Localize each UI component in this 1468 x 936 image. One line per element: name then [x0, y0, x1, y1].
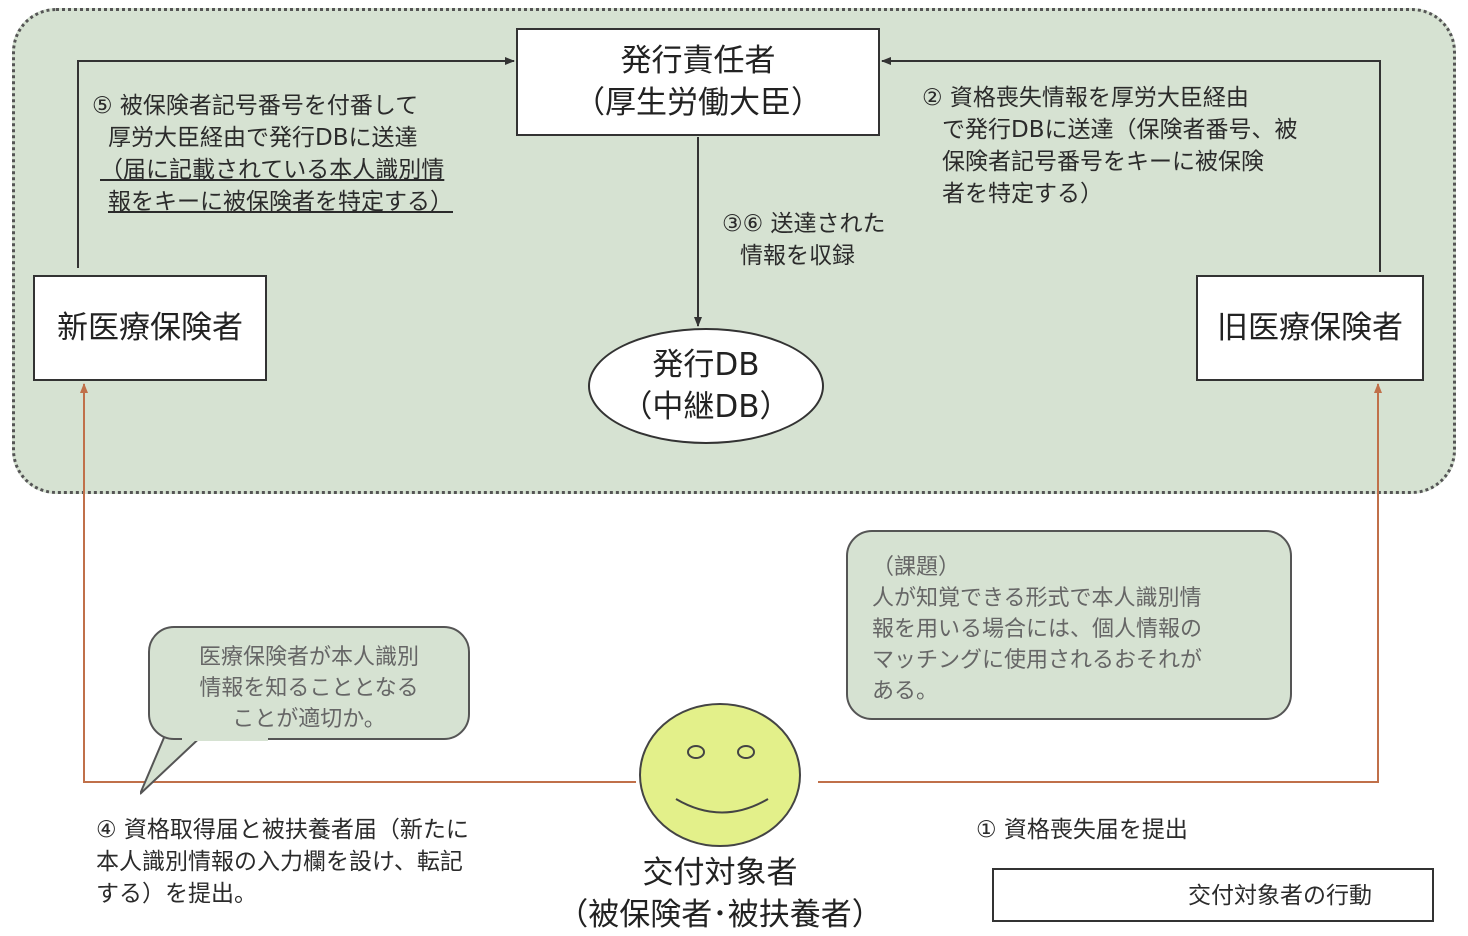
- issuer-title: 発行責任者: [620, 43, 776, 79]
- issue-callout-line: マッチングに使用されるおそれが: [872, 648, 1203, 673]
- question-callout-line: 医療保険者が本人識別: [198, 645, 419, 670]
- arrow-recipient-to-new-insurer: [80, 383, 636, 783]
- smiley-face-icon: [639, 703, 801, 847]
- arrow-old-insurer-to-issuer: [881, 57, 1381, 272]
- issuer-box: 発行責任者 （厚生労働大臣）: [516, 28, 880, 136]
- question-callout-line: ことが適切か。: [232, 707, 386, 732]
- step2-line: で発行DBに送達（保険者番号、被: [942, 117, 1298, 143]
- new-insurer-label: 新医療保険者: [57, 310, 243, 346]
- old-insurer-label: 旧医療保険者: [1217, 310, 1403, 346]
- step4-line: ④ 資格取得届と被扶養者届（新たに: [96, 817, 469, 843]
- issue-callout: （課題） 人が知覚できる形式で本人識別情 報を用いる場合には、個人情報の マッチ…: [846, 530, 1292, 720]
- step4-line: 本人識別情報の入力欄を設け、転記: [96, 849, 463, 875]
- old-insurer-box: 旧医療保険者: [1196, 275, 1424, 381]
- recipient-subtitle: （被保険者･被扶養者）: [557, 897, 883, 933]
- recipient-label: 交付対象者 （被保険者･被扶養者）: [520, 852, 920, 936]
- step5-note: ⑤ 被保険者記号番号を付番して 厚労大臣経由で発行DBに送達 （届に記載されてい…: [92, 90, 512, 218]
- issue-callout-line: （課題）: [872, 555, 961, 580]
- step4-line: する）を提出。: [96, 881, 257, 907]
- step5-line: ⑤ 被保険者記号番号を付番して: [92, 93, 419, 119]
- step1-note: ① 資格喪失届を提出: [976, 814, 1296, 846]
- arrow-recipient-to-old-insurer: [818, 383, 1382, 783]
- step5-line: 報をキーに被保険者を特定する）: [108, 189, 453, 215]
- question-callout-line: 情報を知ることとなる: [199, 676, 419, 701]
- issuer-subtitle: （厚生労働大臣）: [574, 85, 822, 121]
- legend-label: 交付対象者の行動: [1188, 883, 1372, 909]
- step2-line: 者を特定する）: [942, 181, 1103, 207]
- step5-line: （届に記載されている本人識別情: [100, 157, 445, 183]
- issuance-db-node: 発行DB （中継DB）: [588, 328, 824, 444]
- step2-line: 保険者記号番号をキーに被保険: [942, 149, 1264, 175]
- db-title: 発行DB: [652, 347, 760, 383]
- legend-box: 交付対象者の行動: [992, 868, 1434, 922]
- bubble-seam: [182, 737, 268, 741]
- question-callout: 医療保険者が本人識別 情報を知ることとなる ことが適切か。: [148, 626, 470, 740]
- issue-callout-line: 人が知覚できる形式で本人識別情: [872, 586, 1202, 611]
- step36-note: ③⑥ 送達された 情報を収録: [722, 208, 962, 272]
- new-insurer-box: 新医療保険者: [33, 275, 267, 381]
- step2-line: ② 資格喪失情報を厚労大臣経由: [922, 85, 1249, 111]
- step36-line: 情報を収録: [740, 243, 855, 269]
- arrow-new-insurer-to-issuer: [77, 57, 515, 268]
- step36-line: ③⑥ 送達された: [722, 211, 886, 237]
- step2-note: ② 資格喪失情報を厚労大臣経由 で発行DBに送達（保険者番号、被 保険者記号番号…: [922, 82, 1342, 210]
- recipient-title: 交付対象者: [642, 855, 798, 891]
- issue-callout-line: ある。: [872, 679, 939, 704]
- step1-line: ① 資格喪失届を提出: [976, 817, 1188, 843]
- step4-note: ④ 資格取得届と被扶養者届（新たに 本人識別情報の入力欄を設け、転記 する）を提…: [96, 814, 536, 910]
- db-subtitle: （中継DB）: [621, 389, 791, 425]
- issue-callout-line: 報を用いる場合には、個人情報の: [872, 617, 1203, 642]
- step5-line: 厚労大臣経由で発行DBに送達: [108, 125, 418, 151]
